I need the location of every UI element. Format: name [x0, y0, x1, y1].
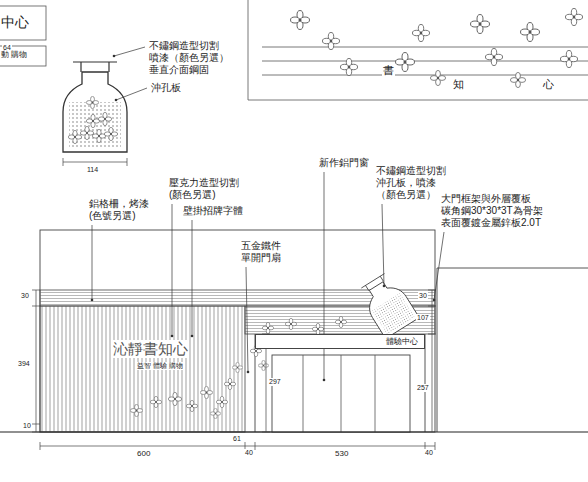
- leader-line: [192, 220, 193, 336]
- callout-note: 鋁格柵，烤漆 (色號另選): [88, 198, 153, 222]
- callout-note: 不鏽鋼造型切割 沖孔板，噴漆 （顏色另選）: [375, 165, 450, 201]
- leader-dot: [113, 55, 116, 58]
- leader-line: [114, 47, 145, 56]
- dimension: 40: [424, 449, 434, 457]
- dimension: 107: [416, 314, 430, 322]
- leader-line: [92, 225, 93, 300]
- leader-line: [116, 88, 147, 100]
- leader-dot: [433, 299, 436, 302]
- panel-character: 心: [542, 78, 555, 91]
- leader-dot: [91, 299, 94, 302]
- dimension: 30: [418, 292, 428, 300]
- sign-text: 體驗中心: [386, 336, 418, 347]
- callout-note: 壓克力造型切割 (顏色另選): [168, 177, 243, 201]
- dimension: 257: [416, 384, 430, 392]
- leader-dot: [323, 379, 326, 382]
- leader-line: [382, 204, 384, 286]
- callout-note: 沖孔板: [150, 82, 182, 94]
- wall-sign: 益智 體驗 購物: [136, 362, 184, 370]
- wall-sign: 沁靜書知心: [112, 340, 189, 358]
- sign-band: 體驗中心: [255, 334, 425, 349]
- leader-dot: [191, 335, 194, 338]
- leader-dot: [171, 335, 174, 338]
- sign-text: 動 購物: [0, 50, 28, 60]
- dimension: 297: [268, 378, 282, 386]
- callout-note: 五金鐵件 單開門扇: [240, 240, 285, 264]
- dimension: 530: [334, 449, 349, 459]
- panel-character: 書: [382, 64, 395, 77]
- dimension: 40: [244, 449, 254, 457]
- callout-note: 壁掛招牌字體: [182, 205, 244, 217]
- leader-line: [172, 204, 173, 336]
- dimension: 394: [17, 360, 31, 368]
- dimension: 10: [22, 422, 32, 430]
- dimension: 61: [232, 435, 242, 443]
- dimension: 600: [136, 449, 151, 459]
- dimension: 30: [20, 292, 30, 300]
- sign-text: 中心: [0, 14, 30, 31]
- leader-line: [246, 267, 248, 372]
- callout-note: 大門框架與外層覆板 碳角鋼30*30*3T為骨架 表面覆鍍金屬鋅板2.0T: [440, 193, 547, 229]
- leader-line: [434, 232, 444, 300]
- callout-note: 不鏽鋼造型切割 噴漆（顏色另選） 垂直介面鋼固: [148, 40, 233, 76]
- panel-character: 知: [452, 78, 465, 91]
- leader-dot: [383, 285, 386, 288]
- leader-dot: [115, 99, 118, 102]
- leader-dot: [247, 371, 250, 374]
- dimension: 114: [86, 166, 99, 174]
- callout-note: 新作鋁門窗: [318, 157, 370, 169]
